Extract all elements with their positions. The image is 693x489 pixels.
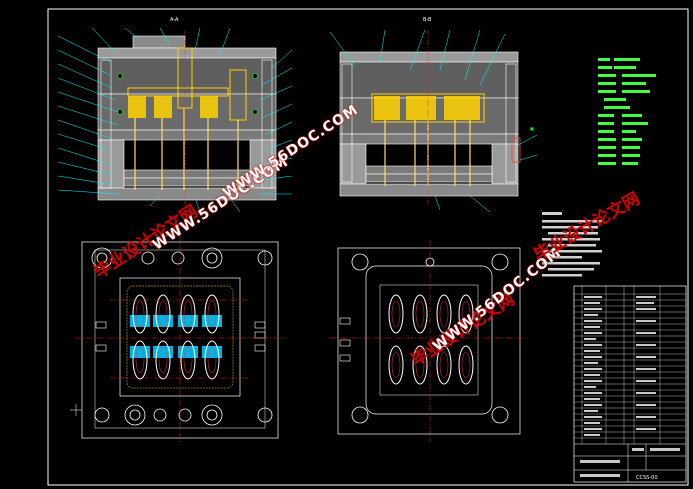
bill-of-materials: CCSS-00 xyxy=(573,285,687,483)
svg-text:■: ■ xyxy=(530,126,534,131)
left-plan-view xyxy=(70,235,285,445)
left-section-view: A-A xyxy=(57,17,293,213)
section-label-right: B-B xyxy=(423,17,432,23)
right-section-view: B-B xyxy=(329,17,538,213)
section-label-left: A-A xyxy=(170,17,179,23)
technical-requirements xyxy=(542,212,602,277)
drawing-border xyxy=(47,8,689,486)
technical-parameters xyxy=(598,58,656,165)
drawing-number: CCSS-00 xyxy=(636,475,658,481)
right-plan-view xyxy=(330,240,528,442)
